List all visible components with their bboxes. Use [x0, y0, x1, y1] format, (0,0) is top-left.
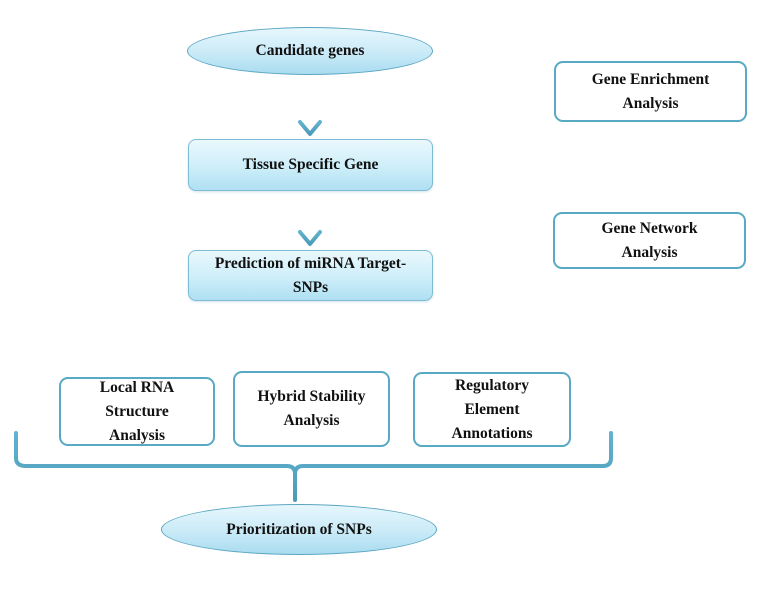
candidate-genes-label: Candidate genes: [255, 42, 365, 59]
hybrid-stability-label-line2: Analysis: [283, 412, 340, 429]
prediction-label-line1: Prediction of miRNA Target-: [214, 254, 407, 272]
prioritization-label: Prioritization of SNPs: [226, 520, 372, 538]
local-rna-label-line2: Structure: [105, 402, 169, 420]
gene-enrichment-node: Gene Enrichment Analysis: [554, 61, 747, 122]
prediction-mirna-node: Prediction of miRNA Target- SNPs: [188, 250, 433, 301]
local-rna-structure-node: Local RNA Structure Analysis: [59, 377, 215, 446]
gene-network-node: Gene Network Analysis: [553, 212, 746, 269]
local-rna-label-line3: Analysis: [109, 426, 165, 444]
regulatory-label-line2: Element: [464, 400, 520, 418]
arrowhead-candidate-to-tissue: [298, 120, 322, 136]
gene-network-label-line1: Gene Network: [601, 219, 698, 237]
candidate-genes-node: Candidate genes: [187, 27, 433, 75]
gene-enrichment-label-line2: Analysis: [622, 94, 679, 112]
bottom-brace: [14, 431, 613, 502]
tissue-specific-gene-label: Tissue Specific Gene: [242, 156, 379, 173]
regulatory-element-node: Regulatory Element Annotations: [413, 372, 571, 447]
local-rna-label-line1: Local RNA: [99, 378, 175, 396]
hybrid-stability-node: Hybrid Stability Analysis: [233, 371, 390, 447]
tissue-specific-gene-node: Tissue Specific Gene: [188, 139, 433, 191]
gene-enrichment-label-line1: Gene Enrichment: [591, 70, 710, 88]
regulatory-label-line3: Annotations: [451, 424, 533, 442]
prioritization-node: Prioritization of SNPs: [161, 504, 437, 555]
hybrid-stability-label-line1: Hybrid Stability: [257, 388, 366, 405]
prediction-label-line2: SNPs: [292, 278, 329, 296]
regulatory-label-line1: Regulatory: [454, 376, 530, 394]
arrowhead-tissue-to-prediction: [298, 230, 322, 246]
gene-network-label-line2: Analysis: [621, 243, 678, 261]
